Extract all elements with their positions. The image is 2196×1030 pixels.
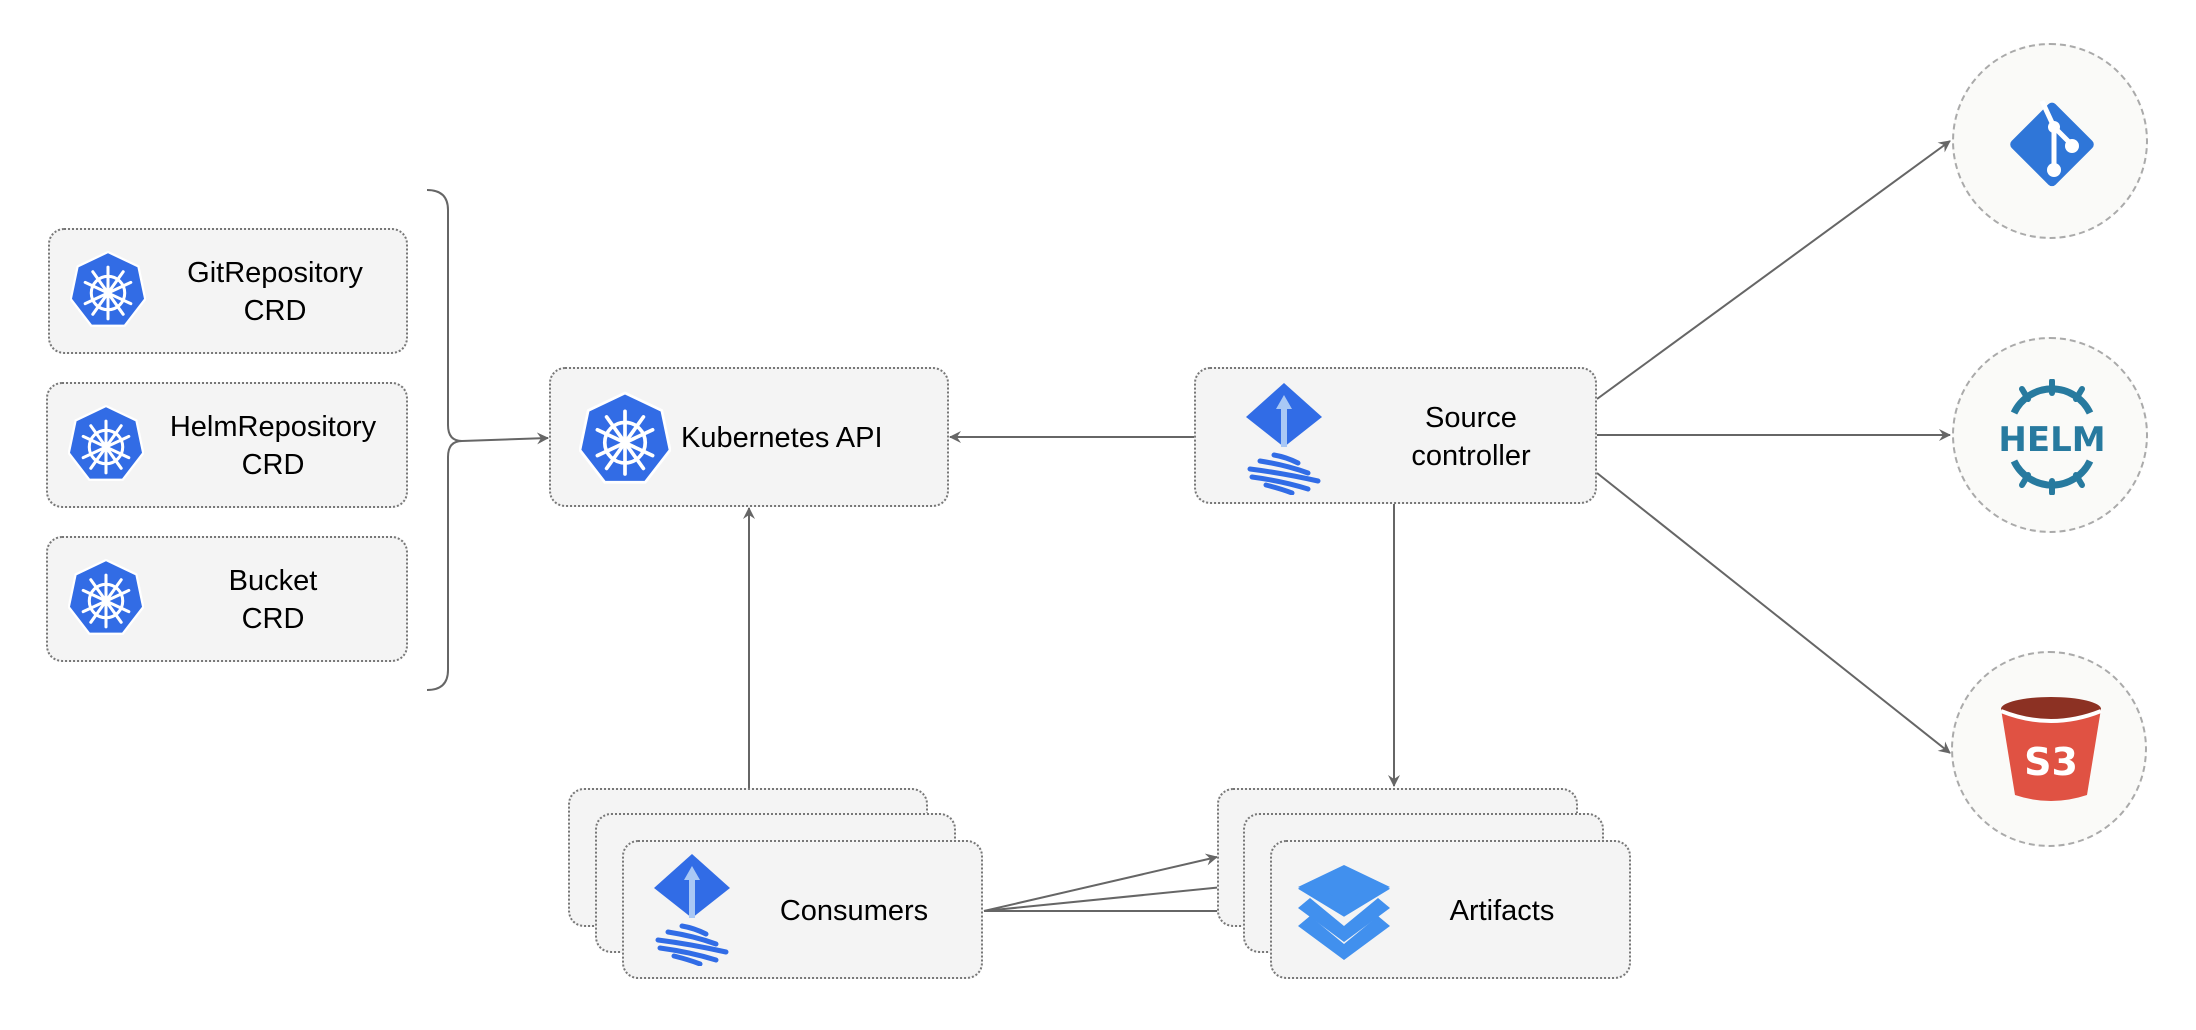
flux-icon <box>650 852 734 966</box>
kubernetes-api-label: Kubernetes API <box>681 422 883 454</box>
crd-sub: CRD <box>241 603 305 635</box>
helm-text: HELM <box>1998 420 2105 460</box>
arrow-crds-to-api <box>461 432 549 445</box>
helm-source[interactable]: HELM <box>1952 337 2148 533</box>
consumers-node[interactable]: Consumers <box>622 840 983 979</box>
crd-name: HelmRepository <box>169 411 377 443</box>
consumers-label: Consumers <box>779 895 929 927</box>
artifacts-node[interactable]: Artifacts <box>1270 840 1631 979</box>
git-icon <box>2010 99 2094 187</box>
s3-text: S3 <box>2024 740 2078 784</box>
source-controller-label-2: controller <box>1411 440 1531 472</box>
artifacts-label: Artifacts <box>1449 895 1555 927</box>
helm-icon: HELM <box>1998 379 2106 495</box>
kubernetes-api-node[interactable]: Kubernetes API <box>549 367 949 507</box>
kubernetes-icon <box>68 558 144 638</box>
flux-icon <box>1242 381 1326 495</box>
arrow-consumers-to-artifact-1 <box>983 853 1218 912</box>
git-source[interactable] <box>1952 43 2148 239</box>
kubernetes-icon <box>70 250 146 330</box>
crd-brace <box>426 189 463 691</box>
crd-name: GitRepository <box>187 257 363 289</box>
arrow-consumers-to-artifact-2 <box>983 880 1244 912</box>
source-controller-label-1: Source <box>1425 402 1517 434</box>
kubernetes-icon <box>579 391 671 487</box>
source-controller-node[interactable]: Source controller <box>1194 367 1597 504</box>
crd-sub: CRD <box>241 449 305 481</box>
s3-source[interactable]: S3 <box>1951 651 2147 847</box>
kubernetes-icon <box>68 404 144 484</box>
layers-icon <box>1298 865 1390 960</box>
arrow-source-to-s3 <box>1596 472 1951 754</box>
crd-name: Bucket <box>228 565 318 597</box>
crd-sub: CRD <box>243 295 307 327</box>
arrow-source-to-git <box>1596 140 1951 400</box>
s3-bucket-icon: S3 <box>2000 697 2102 801</box>
